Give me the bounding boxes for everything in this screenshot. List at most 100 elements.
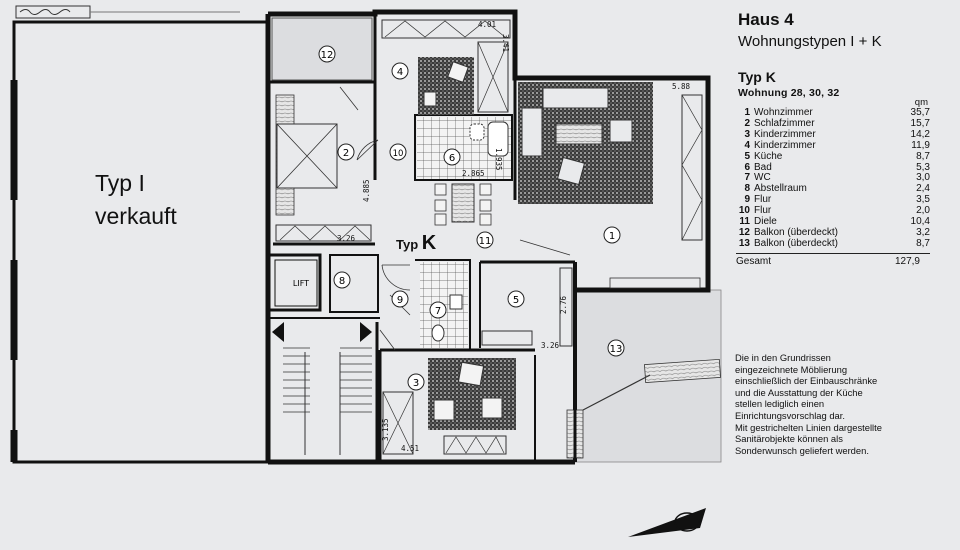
- room-marker-6: 6: [443, 148, 461, 166]
- room-row: 7 WC 3,0: [736, 173, 930, 184]
- room-number: 12: [738, 226, 750, 238]
- room-marker-8: 8: [333, 271, 351, 289]
- room-row: 3 Kinderzimmer 14,2: [736, 128, 930, 141]
- svg-text:6: 6: [449, 153, 455, 164]
- room-marker-10: 10: [389, 143, 407, 161]
- room-row: 8 Abstellraum 2,4: [736, 183, 930, 195]
- dim-1-935: 1.935: [494, 148, 503, 171]
- room-marker-9: 9: [391, 290, 409, 308]
- page-subtitle: Wohnungstypen I + K: [738, 33, 882, 50]
- note-line: Sonderwunsch geliefert werden.: [735, 444, 869, 456]
- room-area: 8,7: [916, 150, 930, 162]
- note-line: Die in den Grundrissen: [735, 352, 831, 363]
- room-area: 14,2: [910, 128, 930, 140]
- lift-label: LIFT: [293, 279, 309, 288]
- room-marker-11: 11: [476, 231, 494, 249]
- room-name: Flur: [754, 194, 772, 206]
- svg-text:5: 5: [513, 295, 519, 306]
- dim-4-885: 4.885: [362, 179, 371, 202]
- dim-2-76: 2.76: [559, 295, 568, 314]
- room-name: Balkon (überdeckt): [754, 226, 838, 238]
- room-number: 1: [744, 107, 750, 118]
- room-name: Kinderzimmer: [754, 128, 816, 140]
- note-line: eingezeichnete Möblierung: [735, 363, 848, 375]
- room-area: 8,7: [916, 237, 930, 249]
- room-area: 10,4: [910, 216, 930, 228]
- svg-text:8: 8: [339, 276, 345, 287]
- room-area: 15,7: [910, 117, 930, 129]
- total-label: Gesamt: [736, 256, 772, 267]
- room-name: Wohnzimmer: [754, 107, 813, 118]
- note-line: und die Ausstattung der Küche: [735, 386, 863, 398]
- svg-text:9: 9: [397, 295, 403, 306]
- svg-text:11: 11: [479, 236, 492, 247]
- room-row: 4 Kinderzimmer 11,9: [736, 139, 930, 152]
- typ-k-label: Typ K: [396, 232, 437, 254]
- room-number: 10: [738, 205, 750, 217]
- room-area: 3,2: [916, 226, 930, 238]
- room-marker-1: 1: [603, 226, 621, 244]
- page-title: Haus 4: [738, 10, 794, 29]
- room-number: 8: [744, 183, 750, 195]
- room-row: 1 Wohnzimmer 35,7: [736, 107, 930, 119]
- room-name: Schlafzimmer: [754, 117, 815, 129]
- room-marker-13: 13: [607, 339, 625, 357]
- svg-text:3: 3: [413, 378, 419, 389]
- dim-3-135: 3.135: [381, 418, 390, 441]
- svg-text:1: 1: [609, 231, 615, 242]
- room-marker-5: 5: [507, 290, 525, 308]
- room-name: Küche: [754, 150, 783, 162]
- legend-panel: Haus 4 Wohnungstypen I + K Typ K Wohnung…: [730, 0, 955, 550]
- room-number: 2: [744, 117, 750, 129]
- room-number: 11: [739, 216, 750, 228]
- room-number: 7: [744, 172, 750, 184]
- room-name: Bad: [754, 161, 772, 173]
- dim-3-26-b: 3.26: [541, 341, 560, 350]
- room-number: 3: [744, 128, 750, 140]
- room-area: 3,0: [916, 172, 930, 184]
- room-area: 2,4: [916, 183, 930, 195]
- note-line: Mit gestrichelten Linien dargestellte: [735, 421, 882, 433]
- room-marker-2: 2: [337, 143, 355, 161]
- typ-i-label: Typ I verkauft: [95, 170, 177, 229]
- room-number: 4: [744, 139, 750, 151]
- room-row: 12 Balkon (überdeckt) 3,2: [736, 226, 930, 239]
- area-unit-label: qm: [914, 97, 928, 108]
- dim-2-865: 2.865: [462, 169, 485, 178]
- room-area: 35,7: [910, 107, 930, 118]
- room-name: Flur: [754, 205, 772, 217]
- room-row: 9 Flur 3,5: [736, 194, 930, 206]
- room-name: Abstellraum: [754, 183, 807, 195]
- room-area: 3,5: [916, 194, 930, 206]
- svg-text:13: 13: [610, 344, 623, 355]
- room-number: 6: [744, 161, 750, 173]
- room-name: WC: [754, 172, 771, 184]
- typ-i-block: [10, 5, 270, 464]
- apartment-units: Wohnung 28, 30, 32: [738, 87, 840, 99]
- svg-text:12: 12: [321, 50, 334, 61]
- note-line: Einrichtungsvorschlag dar.: [735, 409, 845, 421]
- room-marker-4: 4: [391, 62, 409, 80]
- floor-plan: 1 2 3 4 5 6 7 8 9 10 11 12 13 4.01 3.41 …: [10, 5, 722, 537]
- dim-4-01: 4.01: [478, 20, 496, 29]
- room-name: Diele: [754, 216, 777, 228]
- svg-text:10: 10: [393, 149, 404, 159]
- note-line: stellen lediglich einen: [735, 398, 825, 410]
- dim-3-41: 3.41: [501, 34, 510, 52]
- svg-text:7: 7: [435, 306, 441, 317]
- room-number: 9: [744, 194, 750, 206]
- room-area: 11,9: [911, 139, 930, 151]
- room-number: 5: [744, 150, 750, 162]
- room-area: 2,0: [916, 205, 930, 217]
- svg-text:4: 4: [397, 67, 403, 78]
- note-line: Sanitärobjekte können als: [735, 433, 843, 445]
- room-name: Kinderzimmer: [754, 139, 816, 151]
- room-row: 2 Schlafzimmer 15,7: [736, 117, 930, 130]
- room-marker-12: 12: [318, 45, 336, 63]
- typ-k-walls: [265, 9, 711, 465]
- dim-4-51: 4.51: [401, 444, 419, 453]
- room-number: 13: [738, 237, 750, 249]
